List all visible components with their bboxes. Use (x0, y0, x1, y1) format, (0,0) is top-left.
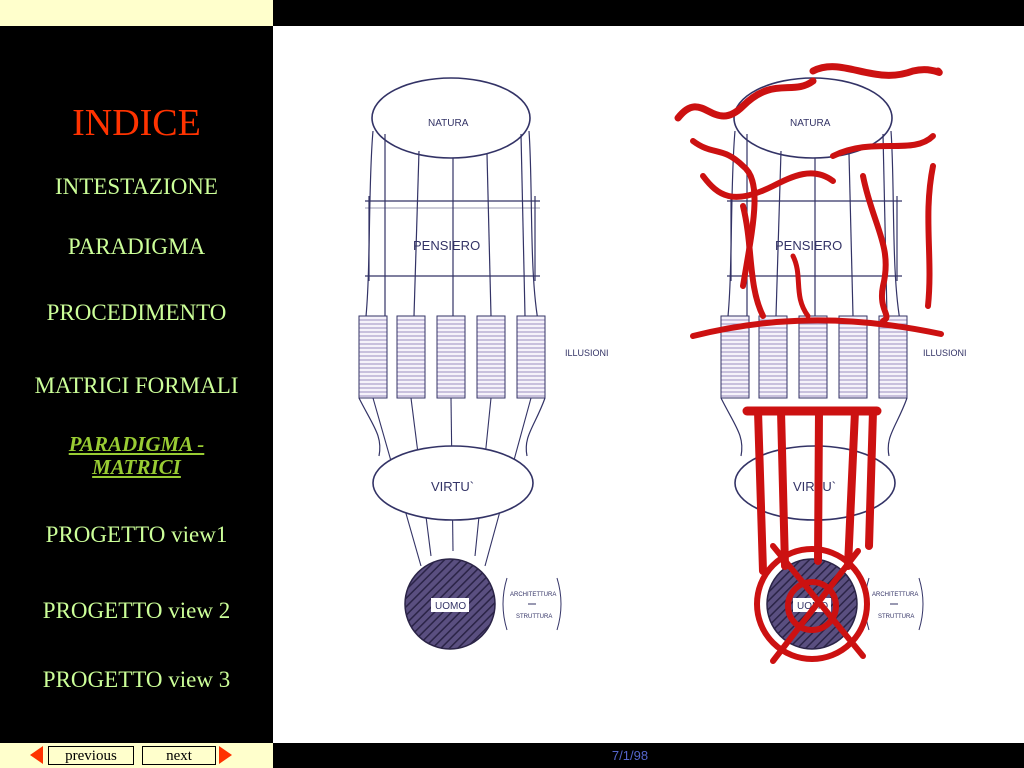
previous-button[interactable]: previous (48, 746, 134, 765)
paradigm-matrix-illustration: NATURA PENSIERO (358, 63, 967, 664)
struttura-label-right: STRUTTURA (878, 614, 914, 620)
nav-intestazione[interactable]: INTESTAZIONE (55, 174, 218, 199)
footer-nav-band: previous next (0, 743, 273, 768)
struttura-label-left: STRUTTURA (516, 614, 552, 620)
nav-progetto-view3[interactable]: PROGETTO view 3 (42, 667, 231, 692)
main-content: NATURA PENSIERO (273, 26, 1024, 743)
virtu-label-left: VIRTU` (431, 479, 474, 494)
previous-arrow-icon[interactable] (30, 746, 43, 764)
natura-label-left: NATURA (428, 118, 469, 129)
footer-bar: previous next 7/1/98 (0, 743, 1024, 768)
matrix-boxes-right (720, 315, 908, 399)
nav-paradigma[interactable]: PARADIGMA (67, 234, 206, 259)
architettura-label-right: ARCHITETTURA (872, 592, 918, 598)
nav-procedimento[interactable]: PROCEDIMENTO (46, 300, 227, 325)
matrix-boxes-left (358, 315, 546, 399)
illusioni-label-right: ILLUSIONI (923, 348, 967, 358)
virtu-ellipse-left (372, 445, 534, 521)
nav-paradigma-matrici[interactable]: PARADIGMA - MATRICI (0, 433, 273, 479)
architettura-label-left: ARCHITETTURA (510, 592, 556, 598)
date-stamp: 7/1/98 (611, 748, 649, 763)
pensiero-label-left: PENSIERO (413, 238, 480, 253)
next-button[interactable]: next (142, 746, 216, 765)
nav-paradigma-matrici-line2: MATRICI (92, 455, 181, 479)
diagram-left: NATURA PENSIERO (358, 77, 609, 650)
sidebar: INDICE INTESTAZIONE PARADIGMA PROCEDIMEN… (0, 26, 273, 743)
nav-matrici-formali[interactable]: MATRICI FORMALI (34, 373, 239, 398)
nav-progetto-view2[interactable]: PROGETTO view 2 (42, 598, 231, 623)
top-black-band (273, 0, 1024, 26)
uomo-label-left: UOMO (435, 601, 466, 612)
pensiero-label-right: PENSIERO (775, 238, 842, 253)
nav-progetto-view1[interactable]: PROGETTO view1 (45, 522, 228, 547)
nav-paradigma-matrici-line1: PARADIGMA - (68, 432, 205, 456)
next-arrow-icon[interactable] (219, 746, 232, 764)
illusioni-label-left: ILLUSIONI (565, 348, 609, 358)
natura-ellipse-left (371, 77, 531, 159)
red-overlay-strokes (674, 63, 944, 664)
diagram-right: NATURA PENSIERO (720, 77, 967, 650)
top-band (0, 0, 273, 26)
natura-label-right: NATURA (790, 118, 831, 129)
index-title: INDICE (72, 102, 201, 144)
